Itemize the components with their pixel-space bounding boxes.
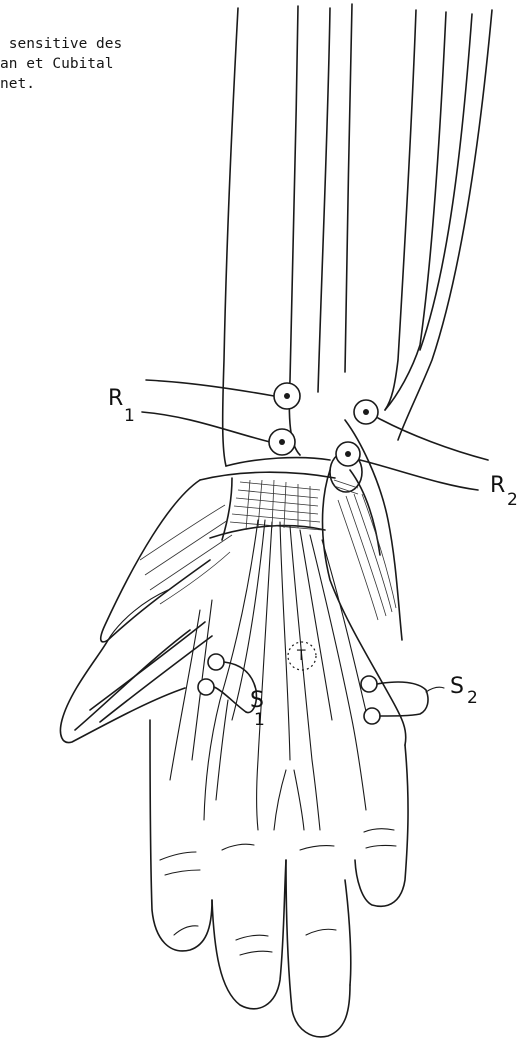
- r1-subscript: 1: [124, 408, 135, 425]
- wrist-retinaculum: [200, 458, 335, 540]
- r1-electrode-group: [142, 380, 300, 455]
- s2-electrode-group: [361, 676, 444, 724]
- s2-subscript: 2: [467, 690, 478, 707]
- r2-subscript: 2: [507, 492, 518, 509]
- r2-label: R: [490, 475, 505, 497]
- t-marker-label: T: [297, 649, 306, 663]
- fingers-outline: [150, 720, 408, 1037]
- s2-label: S: [450, 676, 464, 698]
- s1-label: S: [250, 690, 264, 712]
- r2-electrode-group: [336, 400, 488, 490]
- r1-label: R: [108, 388, 123, 410]
- thumb-outline: [60, 480, 232, 743]
- s1-subscript: 1: [254, 712, 265, 729]
- forearm-outline: [223, 4, 492, 466]
